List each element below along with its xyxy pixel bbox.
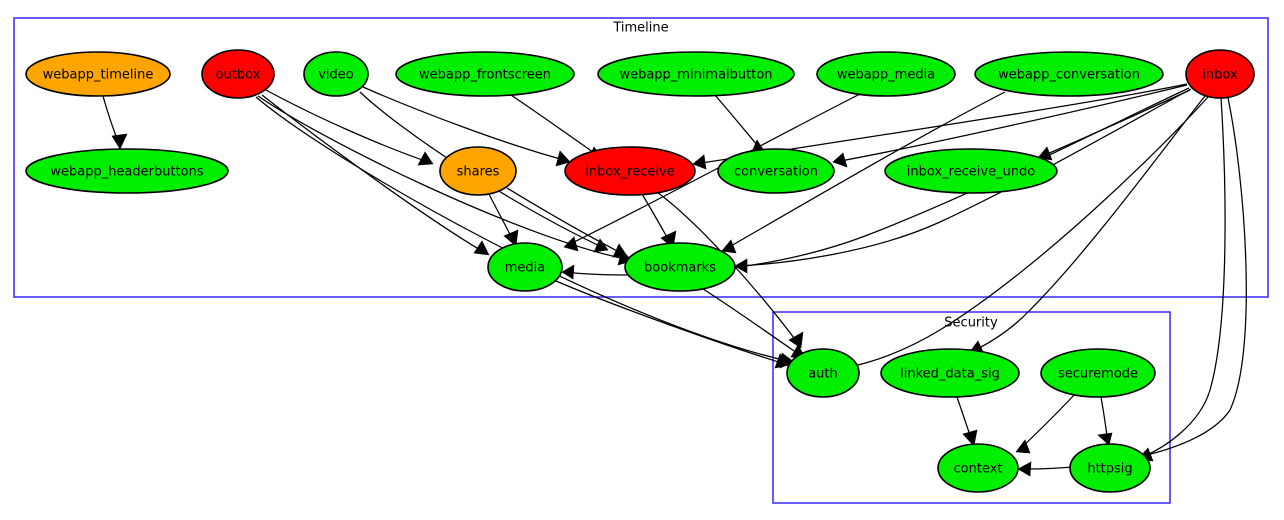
edge-arrowhead-icon [774,353,791,369]
edge-arrowhead-icon [503,229,519,247]
node-inbox[interactable]: inbox [1185,49,1255,99]
node-shape[interactable] [303,51,369,97]
node-shape[interactable] [624,242,736,292]
edge-media-to-auth [555,280,791,369]
edge-line [723,91,1006,251]
node-outbox[interactable]: outbox [201,49,275,99]
cluster-box-security [772,311,1171,504]
node-auth[interactable]: auth [786,348,860,398]
edge-webapp_minimalbutton-to-conversation [714,94,767,155]
edge-inbox-to-bookmarks [734,88,1192,274]
node-context[interactable]: context [937,443,1019,493]
edge-arrowhead-icon [692,154,707,170]
node-shape[interactable] [884,148,1058,194]
edge-arrowhead-icon [417,151,434,166]
edge-arrowhead-icon [612,243,628,258]
edge-line [257,95,631,261]
node-shape[interactable] [25,148,229,194]
edge-arrowhead-icon [473,240,490,256]
edge-arrowhead-icon [832,152,848,168]
edge-arrowhead-icon [734,258,748,274]
node-webapp_headerbuttons[interactable]: webapp_headerbuttons [25,148,229,194]
edge-inbox-to-conversation [832,84,1188,168]
node-shape[interactable] [816,51,956,97]
node-webapp_conversation[interactable]: webapp_conversation [974,51,1164,97]
edge-arrowhead-icon [962,429,978,447]
node-shape[interactable] [487,242,563,292]
node-video[interactable]: video [303,51,369,97]
node-shape[interactable] [564,146,696,196]
edge-line [255,96,793,363]
node-shares[interactable]: shares [439,146,517,196]
edge-outbox-to-auth [255,96,795,369]
node-bookmarks[interactable]: bookmarks [624,242,736,292]
node-media[interactable]: media [487,242,563,292]
edge-outbox-to-shares [265,89,434,166]
cluster-box-timeline [13,17,1269,298]
node-shape[interactable] [1069,443,1151,493]
node-shape[interactable] [1040,348,1156,398]
cluster-label-timeline: Timeline [612,21,668,36]
edge-line [699,286,805,359]
edge-arrowhead-icon [111,133,128,150]
node-httpsig[interactable]: httpsig [1069,443,1151,493]
edge-arrowhead-icon [1015,439,1031,454]
node-layer: webapp_timeline outbox video webapp_frontsc… [25,49,1255,493]
node-shape[interactable] [1185,49,1255,99]
cluster-timeline: Timeline [13,17,1269,298]
edge-line [970,95,1206,353]
node-webapp_frontscreen[interactable]: webapp_frontscreen [395,51,575,97]
edge-video-to-inbox_receive [362,86,571,167]
edge-arrowhead-icon [1017,461,1032,477]
edge-line [265,89,432,164]
edge-arrowhead-icon [563,236,579,252]
edge-arrowhead-icon [721,239,737,254]
node-webapp_media[interactable]: webapp_media [816,51,956,97]
node-securemode[interactable]: securemode [1040,348,1156,398]
node-inbox_receive[interactable]: inbox_receive [564,146,696,196]
edge-arrowhead-icon [788,331,804,349]
edge-inbox-to-httpsig [1137,97,1226,462]
node-shape[interactable] [201,49,275,99]
edge-line [834,84,1188,163]
node-linked_data_sig[interactable]: linked_data_sig [880,348,1020,398]
node-conversation[interactable]: conversation [717,148,835,194]
edge-webapp_timeline-to-webapp_headerbuttons [102,95,128,150]
edge-line [362,86,569,162]
node-shape[interactable] [597,51,795,97]
edge-inbox-to-auth [841,96,1209,375]
node-webapp_timeline[interactable]: webapp_timeline [25,51,171,97]
node-shape[interactable] [880,348,1020,398]
node-shape[interactable] [717,148,835,194]
edge-linked_data_sig-to-context [956,396,978,447]
edge-arrowhead-icon [1097,432,1113,446]
edge-arrowhead-icon [555,150,571,167]
node-shape[interactable] [937,443,1019,493]
edge-line [1019,97,1247,470]
edge-webapp_conversation-to-bookmarks [721,91,1006,254]
edge-line [843,96,1209,369]
node-shape[interactable] [786,348,860,398]
edge-line [736,88,1192,267]
cluster-label-security: Security [944,316,998,331]
edge-arrowhead-icon [561,264,575,280]
node-shape[interactable] [439,146,517,196]
edge-securemode-to-httpsig [1097,396,1113,446]
edge-line [1139,97,1226,459]
node-inbox_receive_undo[interactable]: inbox_receive_undo [884,148,1058,194]
edge-shares-to-media [488,193,519,247]
edge-inbox_receive-to-bookmarks [641,193,677,249]
edge-shares-to-bookmarks [506,187,628,258]
edge-line [555,280,789,366]
edge-webapp_frontscreen-to-inbox_receive [510,94,603,161]
edge-line [1017,393,1076,452]
edge-securemode-to-context [1015,393,1076,454]
node-shape[interactable] [25,51,171,97]
node-shape[interactable] [395,51,575,97]
edge-line [506,187,626,256]
node-webapp_minimalbutton[interactable]: webapp_minimalbutton [597,51,795,97]
node-shape[interactable] [974,51,1164,97]
